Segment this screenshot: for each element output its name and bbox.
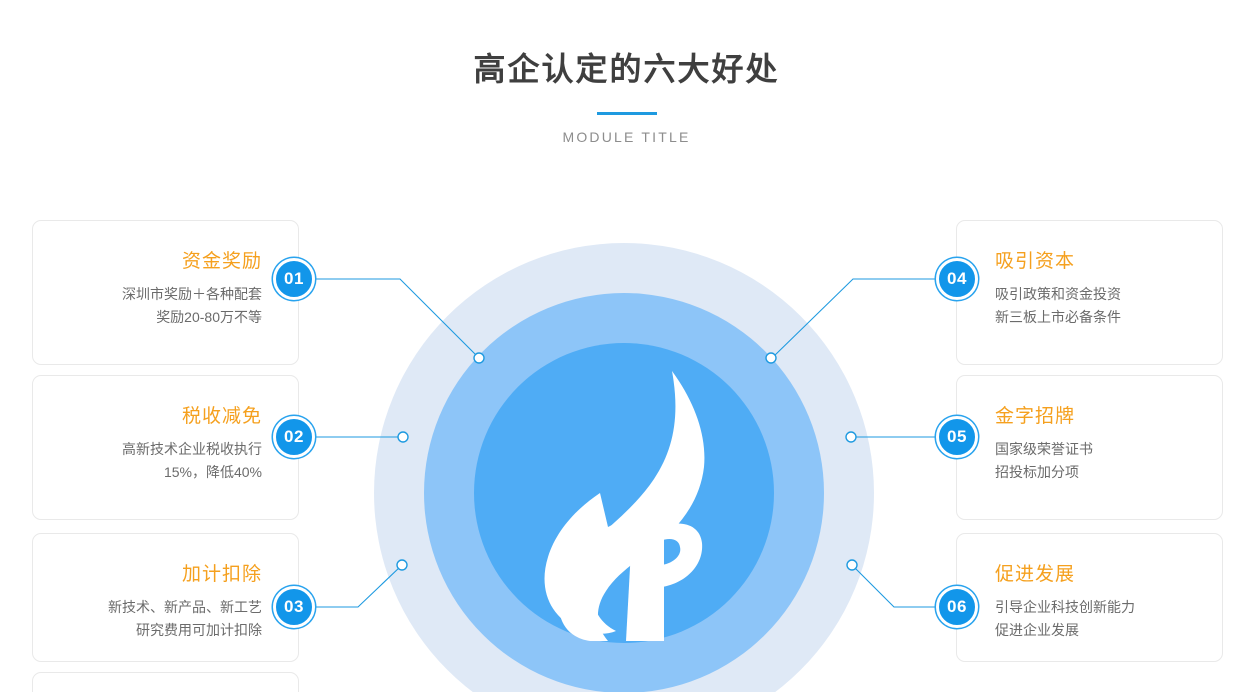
benefit-title: 加计扣除 bbox=[181, 564, 262, 585]
benefit-card-04[interactable]: 吸引资本 吸引政策和资金投资 新三板上市必备条件 bbox=[956, 220, 1223, 365]
benefit-body: 国家级荣誉证书 招投标加分项 bbox=[995, 438, 1200, 484]
page-header: 高企认定的六大好处 MODULE TITLE bbox=[0, 0, 1253, 145]
page-subtitle: MODULE TITLE bbox=[562, 129, 691, 145]
benefit-body: 深圳市奖励＋各种配套 奖励20-80万不等 bbox=[55, 283, 262, 329]
benefit-body: 引导企业科技创新能力 促进企业发展 bbox=[995, 596, 1200, 642]
benefit-badge-02[interactable]: 02 bbox=[273, 416, 315, 458]
benefit-body: 吸引政策和资金投资 新三板上市必备条件 bbox=[995, 283, 1200, 329]
benefit-card-03[interactable]: 加计扣除 新技术、新产品、新工艺 研究费用可加计扣除 bbox=[32, 533, 299, 662]
page-title: 高企认定的六大好处 bbox=[473, 51, 780, 87]
benefit-card-02[interactable]: 税收减免 高新技术企业税收执行 15%，降低40% bbox=[32, 375, 299, 520]
inner-ring bbox=[474, 343, 774, 643]
benefit-body-line1: 吸引政策和资金投资 bbox=[995, 286, 1121, 302]
flame-leaf-logo-icon bbox=[544, 371, 705, 641]
benefit-title: 吸引资本 bbox=[995, 251, 1076, 272]
benefit-body: 高新技术企业税收执行 15%，降低40% bbox=[55, 438, 262, 484]
benefit-card-05[interactable]: 金字招牌 国家级荣誉证书 招投标加分项 bbox=[956, 375, 1223, 520]
benefit-title: 资金奖励 bbox=[181, 251, 262, 272]
benefit-badge-06[interactable]: 06 bbox=[936, 586, 978, 628]
benefit-card-06[interactable]: 促进发展 引导企业科技创新能力 促进企业发展 bbox=[956, 533, 1223, 662]
benefit-body-line1: 引导企业科技创新能力 bbox=[995, 599, 1135, 615]
benefit-body: 新技术、新产品、新工艺 研究费用可加计扣除 bbox=[55, 596, 262, 642]
benefit-body-line1: 高新技术企业税收执行 bbox=[122, 441, 262, 457]
benefit-body-line2: 15%，降低40% bbox=[163, 464, 262, 480]
benefit-body-line1: 国家级荣誉证书 bbox=[995, 441, 1093, 457]
benefit-badge-03[interactable]: 03 bbox=[273, 586, 315, 628]
center-graphic bbox=[374, 243, 874, 692]
benefit-body-line2: 促进企业发展 bbox=[995, 622, 1079, 638]
benefit-body-line1: 新技术、新产品、新工艺 bbox=[108, 599, 262, 615]
benefit-title: 税收减免 bbox=[181, 406, 262, 427]
benefit-body-line2: 新三板上市必备条件 bbox=[995, 309, 1121, 325]
benefit-badge-01[interactable]: 01 bbox=[273, 258, 315, 300]
benefit-card-next-partial[interactable] bbox=[32, 672, 299, 692]
benefit-title: 金字招牌 bbox=[995, 406, 1076, 427]
benefit-title: 促进发展 bbox=[995, 564, 1076, 585]
benefit-body-line1: 深圳市奖励＋各种配套 bbox=[122, 286, 262, 302]
benefit-body-line2: 奖励20-80万不等 bbox=[156, 309, 262, 325]
benefit-badge-05[interactable]: 05 bbox=[936, 416, 978, 458]
benefit-badge-04[interactable]: 04 bbox=[936, 258, 978, 300]
title-divider bbox=[596, 112, 657, 115]
benefit-card-01[interactable]: 资金奖励 深圳市奖励＋各种配套 奖励20-80万不等 bbox=[32, 220, 299, 365]
benefit-body-line2: 研究费用可加计扣除 bbox=[136, 622, 262, 638]
benefit-body-line2: 招投标加分项 bbox=[995, 464, 1079, 480]
